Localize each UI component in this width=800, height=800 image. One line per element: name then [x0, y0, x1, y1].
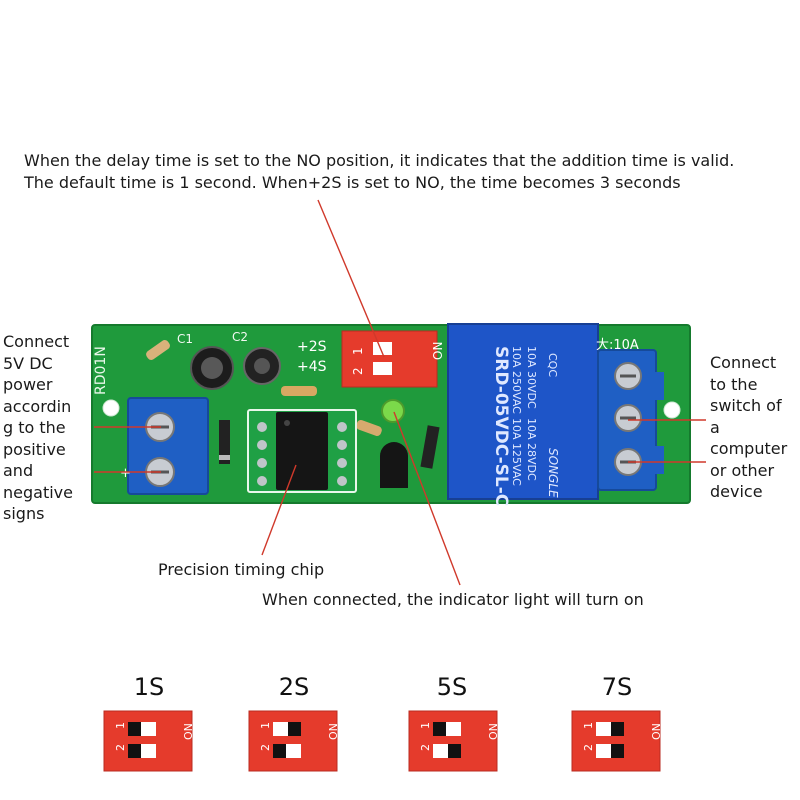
dip-number-1: 1	[114, 722, 127, 729]
slider-1	[128, 722, 141, 736]
power-note: Connect 5V DC power accordin g to the po…	[3, 331, 93, 525]
dip-slider-2	[373, 362, 392, 375]
dip-on-label: ON	[487, 723, 500, 740]
slider-1	[611, 722, 624, 736]
timing-chip	[276, 412, 328, 490]
dip-on-label: ON	[327, 723, 340, 740]
switch-note-line: to the	[710, 374, 758, 394]
switch-note-line: Connect	[710, 353, 777, 372]
slider-1	[288, 722, 301, 736]
switch-note: Connect to the switch of a computer or o…	[710, 352, 798, 503]
chip-note: Precision timing chip	[158, 560, 325, 579]
power-note-line: signs	[3, 504, 45, 523]
switch-note-line: or other	[710, 460, 775, 480]
resistor	[281, 386, 317, 396]
positive-sign: +	[120, 466, 131, 481]
callout-line-chip	[261, 464, 297, 556]
switch-note-line: computer	[710, 439, 788, 458]
switch-note-line: switch of	[710, 396, 782, 415]
slider-2	[448, 744, 461, 758]
board-dip-2-label: 2	[351, 367, 365, 375]
indicator-note: When connected, the indicator light will…	[262, 590, 644, 609]
slider-2	[128, 744, 141, 758]
slider-1	[433, 722, 446, 736]
board-dip-on-label: ON	[431, 342, 445, 360]
board-dip-1-label: 1	[351, 347, 365, 355]
callout-line-dip	[317, 199, 385, 358]
dip-on-label: ON	[182, 723, 195, 740]
relay-rating-4: 10A 28VDC	[525, 418, 538, 481]
board-dip-switch	[341, 330, 438, 388]
c1-label: C1	[177, 332, 193, 346]
dip-switch-2s: 1 2 ON	[248, 710, 340, 772]
dip-setting-label-5s: 5S	[436, 673, 468, 701]
dip-number-2: 2	[419, 744, 432, 751]
switch-note-line: device	[710, 482, 763, 501]
diode	[420, 425, 440, 469]
relay-brand: SONGLE	[546, 448, 560, 498]
dip-number-1: 1	[582, 722, 595, 729]
dip-setting-label-2s: 2S	[278, 673, 310, 701]
indicator-led	[381, 399, 405, 423]
relay-rating-3: 10A 125VAC	[510, 418, 523, 486]
diode	[219, 420, 230, 464]
delay-note-line-1: When the delay time is set to the NO pos…	[24, 151, 735, 170]
dip-switch-7s: 1 2 ON	[571, 710, 663, 772]
resistor	[146, 340, 170, 360]
dip-switch-5s: 1 2 ON	[408, 710, 500, 772]
dip-number-2: 2	[259, 744, 272, 751]
dip-number-2: 2	[582, 744, 595, 751]
power-note-line: accordin	[3, 396, 72, 416]
dip-setting-label-7s: 7S	[601, 673, 633, 701]
dip-number-1: 1	[259, 722, 272, 729]
resistor	[356, 419, 382, 437]
relay-rating-1: 10A 250VAC	[510, 346, 523, 414]
plus-2s-label: +2S	[297, 339, 327, 355]
plus-4s-label: +4S	[297, 359, 327, 375]
c2-label: C2	[232, 330, 248, 344]
dip-switch-1s: 1 2 ON	[103, 710, 195, 772]
relay-cqc: CQC	[546, 353, 559, 377]
power-note-line: power	[3, 375, 53, 394]
delay-note: When the delay time is set to the NO pos…	[24, 150, 794, 194]
power-note-line: Connect	[3, 332, 70, 351]
power-note-line: and	[3, 461, 34, 480]
delay-note-line-2: The default time is 1 second. When+2S is…	[24, 173, 681, 192]
slider-2	[611, 744, 624, 758]
power-note-line: positive	[3, 439, 66, 459]
mounting-hole	[102, 399, 120, 417]
power-note-line: 5V DC	[3, 353, 53, 373]
callout-line-led	[393, 411, 461, 586]
power-note-line: negative	[3, 482, 73, 502]
dip-on-label: ON	[650, 723, 663, 740]
board-model-label: RD01N	[93, 346, 109, 395]
dip-number-2: 2	[114, 744, 127, 751]
transistor	[380, 442, 408, 488]
dip-setting-label-1s: 1S	[133, 673, 165, 701]
power-note-line: g to the	[3, 418, 66, 437]
relay-model: SRD-05VDC-SL-C	[491, 346, 511, 506]
dip-number-1: 1	[419, 722, 432, 729]
callout-lines	[94, 199, 706, 586]
dip-slider-1	[373, 342, 392, 355]
relay-markings: SRD-05VDC-SL-C 10A 250VAC 10A 30VDC 10A …	[491, 346, 560, 506]
mounting-hole	[663, 401, 681, 419]
relay-rating-2: 10A 30VDC	[525, 346, 538, 409]
slider-2	[273, 744, 286, 758]
switch-note-line: a	[710, 417, 720, 437]
relay	[447, 323, 599, 500]
